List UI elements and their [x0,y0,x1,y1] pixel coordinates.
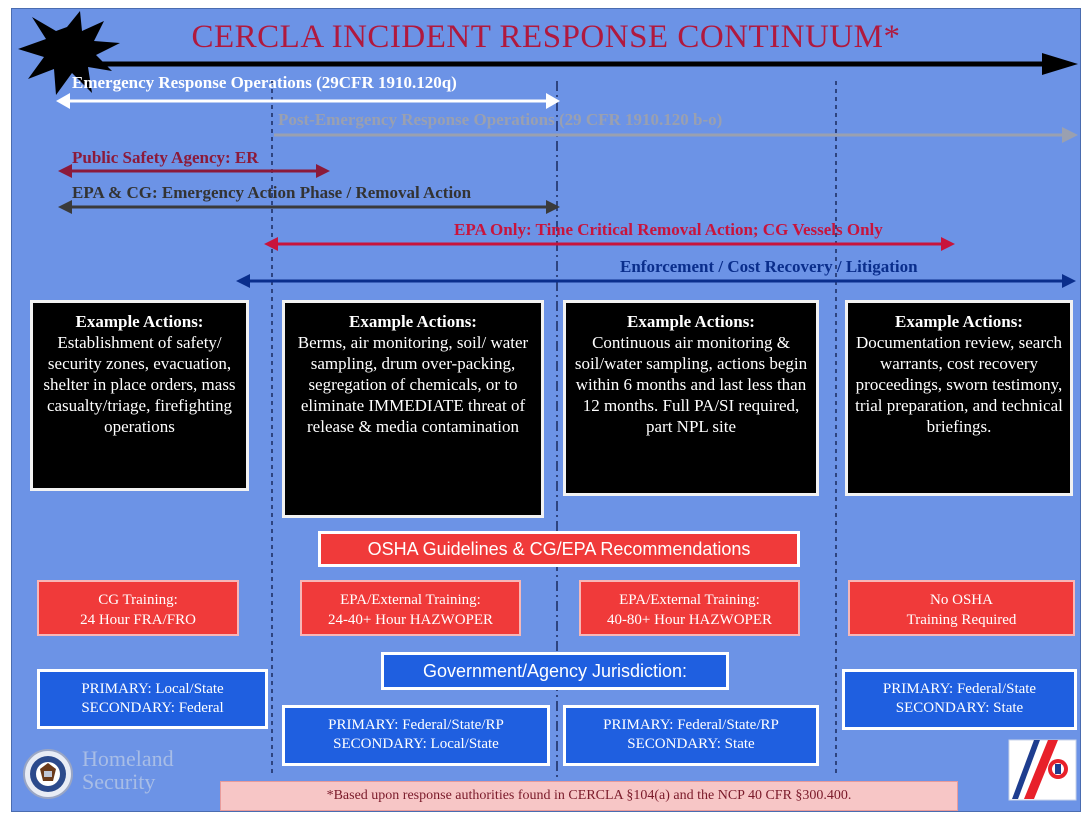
example-actions-text: Documentation review, search warrants, c… [855,333,1063,436]
arrow-enforcement-left [236,274,250,288]
arrow-epa-only-left [264,237,278,251]
starburst-icon [18,11,120,95]
jurisdiction-primary: PRIMARY: Federal/State/RP [328,717,504,733]
slide: CERCLA INCIDENT RESPONSE CONTINUUM* Emer… [11,8,1081,812]
arrow-epa-cg-left [58,200,72,214]
training-line1: CG Training: [98,592,178,608]
main-timeline-arrowhead [1042,53,1078,75]
example-actions-box-4: Example Actions: Documentation review, s… [845,300,1073,496]
jurisdiction-secondary: SECONDARY: State [895,700,1024,716]
arrow-post-emergency-head [1062,127,1078,143]
jurisdiction-box-4: PRIMARY: Federal/State SECONDARY: State [842,669,1077,730]
training-box-1: CG Training: 24 Hour FRA/FRO [37,580,239,636]
timeline-arrows [18,11,1078,801]
jurisdiction-primary: PRIMARY: Local/State [81,681,224,697]
example-actions-box-1: Example Actions: Establishment of safety… [30,300,249,491]
jurisdiction-banner: Government/Agency Jurisdiction: [381,652,729,690]
homeland-security-line1: Homeland [82,746,174,771]
training-line2: 24 Hour FRA/FRO [80,612,196,628]
example-actions-heading: Example Actions: [895,312,1023,331]
arrow-enforcement-right [1062,274,1076,288]
training-line1: EPA/External Training: [619,592,760,608]
label-epa-cg: EPA & CG: Emergency Action Phase / Remov… [72,183,472,202]
coast-guard-logo-icon [1008,739,1077,801]
training-line2: 40-80+ Hour HAZWOPER [606,612,773,628]
example-actions-heading: Example Actions: [349,312,477,331]
training-line1: EPA/External Training: [340,592,481,608]
label-post-emergency: Post-Emergency Response Operations (29 C… [278,110,723,129]
jurisdiction-primary: PRIMARY: Federal/State [882,681,1037,697]
training-line2: 24-40+ Hour HAZWOPER [327,612,494,628]
example-actions-box-3: Example Actions: Continuous air monitori… [563,300,819,496]
homeland-security-line2: Security [82,769,156,794]
arrow-epa-only-right [941,237,955,251]
jurisdiction-box-2: PRIMARY: Federal/State/RP SECONDARY: Loc… [282,705,550,766]
jurisdiction-primary: PRIMARY: Federal/State/RP [603,717,779,733]
footer-note: *Based upon response authorities found i… [220,781,958,811]
example-actions-box-2: Example Actions: Berms, air monitoring, … [282,300,544,518]
jurisdiction-secondary: SECONDARY: Local/State [333,736,499,752]
label-emergency-response: Emergency Response Operations (29CFR 191… [72,73,457,92]
homeland-security-wordmark: Homeland Security [82,747,174,793]
training-box-3: EPA/External Training: 40-80+ Hour HAZWO… [579,580,800,636]
arrow-emergency-right [546,93,560,109]
label-public-safety: Public Safety Agency: ER [72,148,259,167]
training-line1: No OSHA [930,592,993,608]
example-actions-heading: Example Actions: [627,312,755,331]
jurisdiction-box-3: PRIMARY: Federal/State/RP SECONDARY: Sta… [563,705,819,766]
dhs-seal-icon [23,749,73,799]
training-box-2: EPA/External Training: 24-40+ Hour HAZWO… [300,580,521,636]
jurisdiction-box-1: PRIMARY: Local/State SECONDARY: Federal [37,669,268,729]
arrow-public-safety-right [316,164,330,178]
osha-guidelines-banner: OSHA Guidelines & CG/EPA Recommendations [318,531,800,567]
arrow-emergency-left [56,93,70,109]
arrow-epa-cg-right [546,200,560,214]
arrow-public-safety-left [58,164,72,178]
example-actions-text: Berms, air monitoring, soil/ water sampl… [297,333,529,436]
jurisdiction-secondary: SECONDARY: Federal [81,700,224,716]
training-line2: Training Required [906,612,1017,628]
example-actions-heading: Example Actions: [75,312,204,331]
jurisdiction-secondary: SECONDARY: State [627,736,755,752]
example-actions-text: Continuous air monitoring & soil/water s… [574,333,808,436]
label-enforcement: Enforcement / Cost Recovery / Litigation [620,257,918,276]
example-actions-text: Establishment of safety/ security zones,… [43,333,236,436]
page-title: CERCLA INCIDENT RESPONSE CONTINUUM* [191,19,901,55]
training-box-4: No OSHA Training Required [848,580,1075,636]
label-epa-only: EPA Only: Time Critical Removal Action; … [454,220,883,239]
